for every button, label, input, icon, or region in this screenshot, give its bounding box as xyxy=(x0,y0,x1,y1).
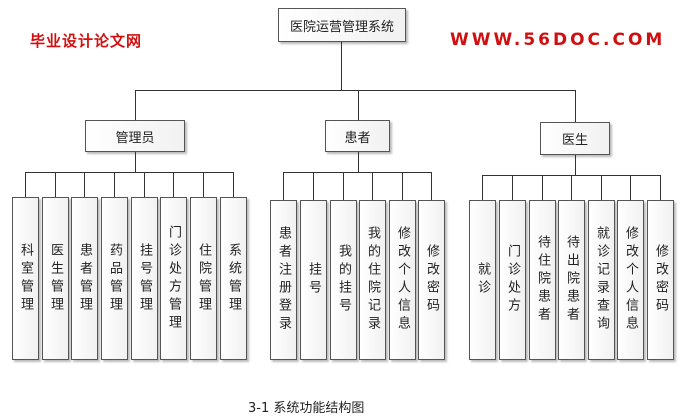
leaf-label: 修改个人信息 xyxy=(623,226,638,334)
leaf-node: 修改密码 xyxy=(418,200,445,360)
leaf-node: 患者注册登录 xyxy=(270,200,297,360)
leaf-node: 修改个人信息 xyxy=(617,200,644,360)
leaf-node: 科室管理 xyxy=(12,197,39,360)
leaf-node: 门诊处方管理 xyxy=(160,197,187,360)
connector xyxy=(313,172,314,200)
leaf-label: 我的挂号 xyxy=(336,244,351,316)
connector xyxy=(55,172,56,197)
connector xyxy=(203,172,204,197)
leaf-label: 就诊记录查询 xyxy=(594,226,609,334)
connector xyxy=(357,90,359,120)
connector xyxy=(233,172,234,197)
leaf-label: 医生管理 xyxy=(48,242,63,315)
watermark-cn: 毕业设计论文网 xyxy=(30,32,143,50)
leaf-node: 就诊记录查询 xyxy=(588,200,615,360)
leaf-node: 医生管理 xyxy=(42,197,69,360)
leaf-node: 修改个人信息 xyxy=(389,200,416,360)
connector xyxy=(341,42,342,90)
leaf-node: 门诊处方 xyxy=(499,200,526,360)
leaf-label: 科室管理 xyxy=(18,242,33,315)
connector xyxy=(402,172,403,200)
leaf-label: 修改密码 xyxy=(424,244,439,316)
leaf-label: 我的住院记录 xyxy=(365,226,380,334)
leaf-node: 我的住院记录 xyxy=(359,200,386,360)
group-label: 管理员 xyxy=(115,130,155,146)
connector xyxy=(135,90,575,91)
connector xyxy=(372,172,373,200)
leaf-label: 患者管理 xyxy=(77,242,92,315)
leaf-node: 待住院患者 xyxy=(529,200,556,360)
leaf-label: 系统管理 xyxy=(226,242,241,315)
connector xyxy=(571,175,572,200)
leaf-node: 就诊 xyxy=(469,200,496,360)
leaf-label: 待住院患者 xyxy=(535,235,550,325)
group-node-2: 医生 xyxy=(540,122,610,155)
leaf-node: 我的挂号 xyxy=(330,200,357,360)
group-label: 医生 xyxy=(561,133,588,148)
connector xyxy=(283,172,284,200)
leaf-label: 门诊处方管理 xyxy=(166,224,181,333)
leaf-node: 药品管理 xyxy=(101,197,128,360)
leaf-node: 患者管理 xyxy=(71,197,98,360)
connector xyxy=(542,175,543,200)
leaf-label: 修改个人信息 xyxy=(395,226,410,334)
leaf-label: 待出院患者 xyxy=(564,235,579,325)
group-node-1: 患者 xyxy=(325,120,390,152)
leaf-label: 患者注册登录 xyxy=(276,226,291,334)
connector xyxy=(482,175,483,200)
figure-caption: 3-1 系统功能结构图 xyxy=(248,401,365,416)
leaf-node: 待出院患者 xyxy=(558,200,585,360)
connector xyxy=(512,175,513,200)
leaf-label: 就诊 xyxy=(475,262,490,298)
connector xyxy=(25,172,233,173)
root-label: 医院运营管理系统 xyxy=(289,19,394,35)
connector xyxy=(135,152,136,172)
connector xyxy=(25,172,26,197)
connector xyxy=(601,175,602,200)
leaf-label: 门诊处方 xyxy=(505,244,520,316)
connector xyxy=(575,90,576,122)
leaf-node: 系统管理 xyxy=(220,197,247,360)
leaf-node: 挂号管理 xyxy=(131,197,158,360)
connector xyxy=(84,172,85,197)
connector xyxy=(283,172,431,173)
group-label: 患者 xyxy=(344,130,371,146)
group-node-0: 管理员 xyxy=(85,120,185,152)
leaf-node: 住院管理 xyxy=(190,197,217,360)
leaf-label: 挂号管理 xyxy=(137,242,152,315)
connector xyxy=(431,172,432,200)
connector xyxy=(114,172,115,197)
watermark-url: WWW.56DOC.COM xyxy=(450,30,666,50)
connector xyxy=(144,172,145,197)
leaf-node: 挂号 xyxy=(300,200,327,360)
connector xyxy=(630,175,631,200)
connector xyxy=(135,90,136,120)
leaf-node: 修改密码 xyxy=(647,200,674,360)
root-node: 医院运营管理系统 xyxy=(278,8,406,42)
connector xyxy=(343,172,344,200)
leaf-label: 修改密码 xyxy=(653,244,668,316)
leaf-label: 挂号 xyxy=(306,262,321,298)
connector xyxy=(173,172,174,197)
connector xyxy=(357,152,359,172)
connector xyxy=(575,155,576,175)
connector xyxy=(660,175,661,200)
leaf-label: 药品管理 xyxy=(107,242,122,315)
leaf-label: 住院管理 xyxy=(196,242,211,315)
